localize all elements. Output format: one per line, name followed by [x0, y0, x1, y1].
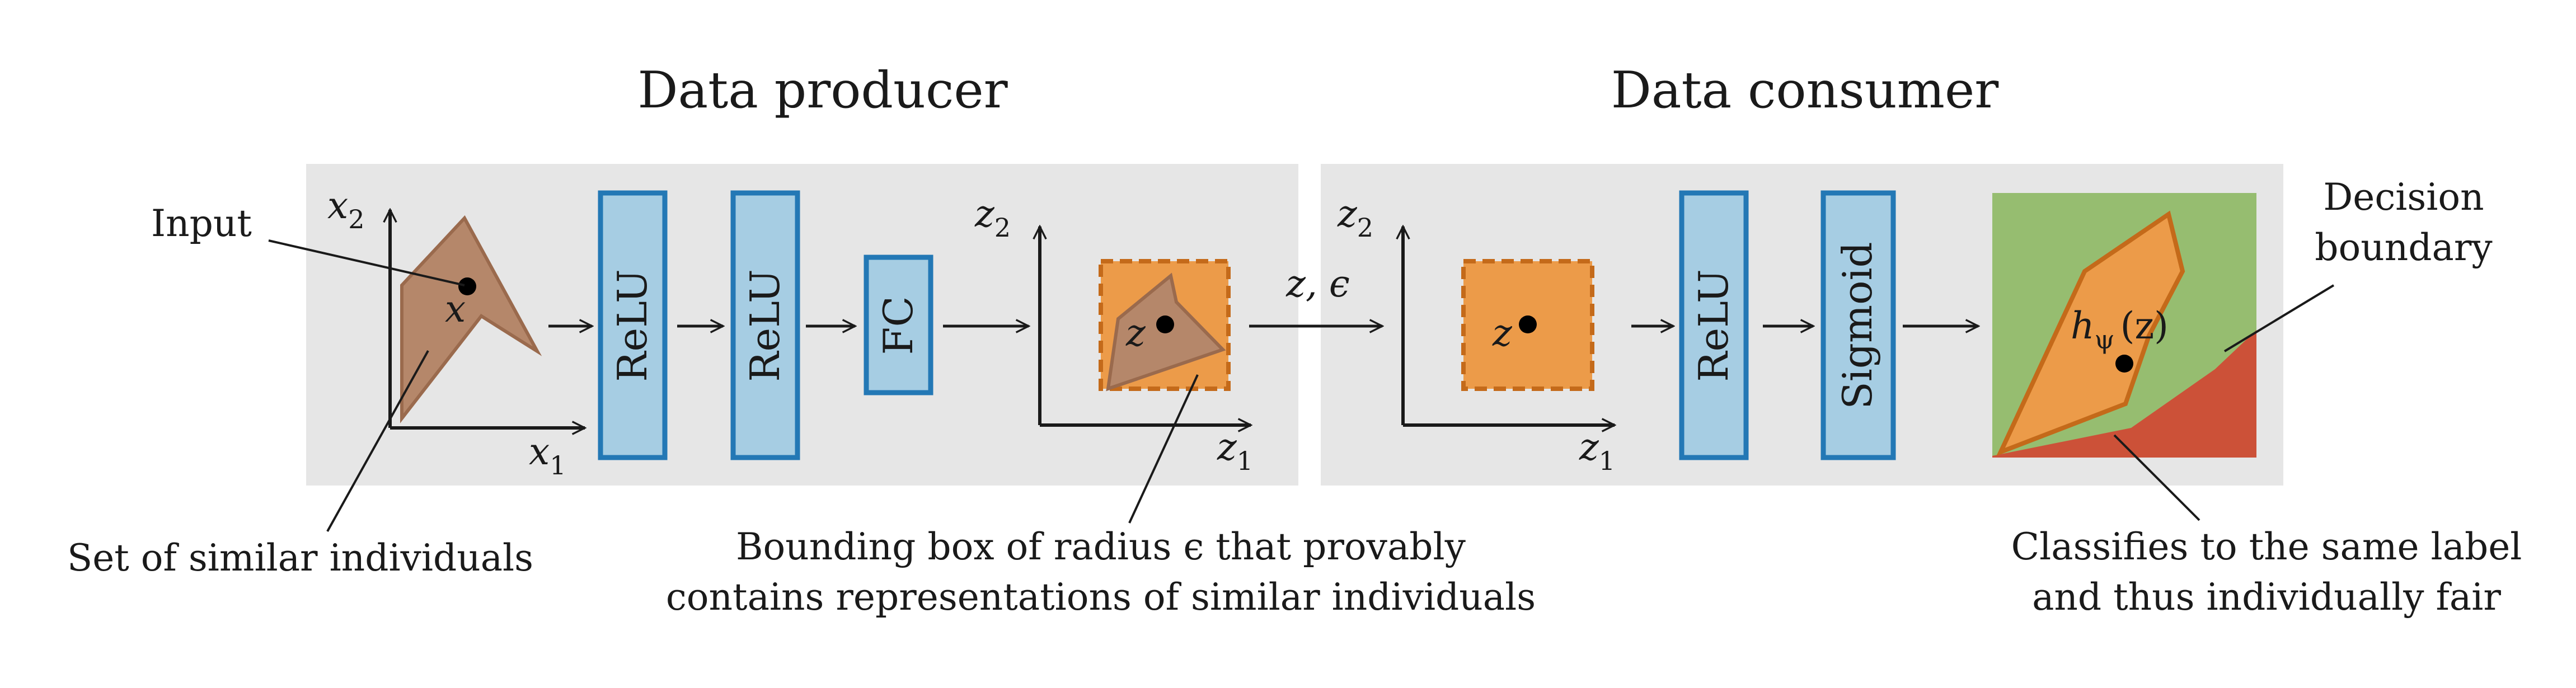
- set-leader-line: [326, 350, 429, 532]
- consumer-title: Data consumer: [1611, 61, 2000, 120]
- classify-leader-line: [2113, 434, 2200, 521]
- bbox-caption-line-1: Bounding box of radius ϵ that provably: [736, 525, 1466, 568]
- decision-region: [1992, 193, 2256, 458]
- transfer-label: z, ϵ: [1285, 262, 1350, 305]
- producer-relu-block-1: [598, 190, 668, 460]
- producer-z1-axis-label: z1: [1217, 426, 1253, 476]
- input-leader-line: [268, 239, 465, 286]
- latent-point-label: z: [1125, 312, 1146, 355]
- decision-label-line-1: Decision: [2323, 176, 2484, 219]
- producer-title: Data producer: [637, 61, 1008, 120]
- consumer-relu-block: [1679, 190, 1749, 460]
- negative-class-region: [1992, 330, 2256, 458]
- consumer-z2-axis-label: z2: [1337, 192, 1373, 243]
- bbox-caption-line-2: contains representations of similar indi…: [666, 576, 1536, 619]
- input-point-label: x: [445, 288, 466, 331]
- consumer-point-label: z: [1492, 312, 1513, 355]
- set-label: Set of similar individuals: [67, 536, 533, 579]
- bbox-leader-line: [1128, 374, 1199, 524]
- latent-space-axes: [1040, 227, 1251, 425]
- consumer-z1-axis-label: z1: [1579, 426, 1615, 476]
- decision-leader-line: [2223, 284, 2335, 352]
- input-label: Input: [151, 202, 252, 245]
- producer-relu-block-2: [730, 190, 800, 460]
- latent-point: [1156, 315, 1174, 333]
- producer-relu-label-1: ReLU: [609, 269, 656, 381]
- classifier-point: [2115, 355, 2133, 373]
- consumer-point: [1519, 315, 1537, 333]
- x1-axis-label: x1: [529, 430, 566, 480]
- producer-z2-axis-label: z2: [974, 192, 1011, 243]
- input-point: [458, 277, 476, 295]
- producer-fc-label: FC: [875, 296, 922, 355]
- classifier-output-label: hψ(z): [2071, 304, 2169, 355]
- consumer-latent-axes: [1403, 227, 1615, 425]
- consumer-sigmoid-label: Sigmoid: [1834, 242, 1881, 409]
- classified-region: [1996, 210, 2185, 456]
- input-space-axes: [390, 210, 585, 428]
- x2-axis-label: x2: [327, 184, 365, 234]
- decision-label-line-2: boundary: [2315, 226, 2493, 269]
- classify-caption-line-2: and thus individually fair: [2032, 576, 2501, 619]
- consumer-sigmoid-block: [1820, 190, 1896, 460]
- classify-caption-line-1: Classifies to the same label: [2011, 525, 2522, 568]
- producer-fc-block: [864, 255, 933, 395]
- consumer-relu-label: ReLU: [1690, 269, 1737, 381]
- producer-relu-label-2: ReLU: [742, 269, 789, 381]
